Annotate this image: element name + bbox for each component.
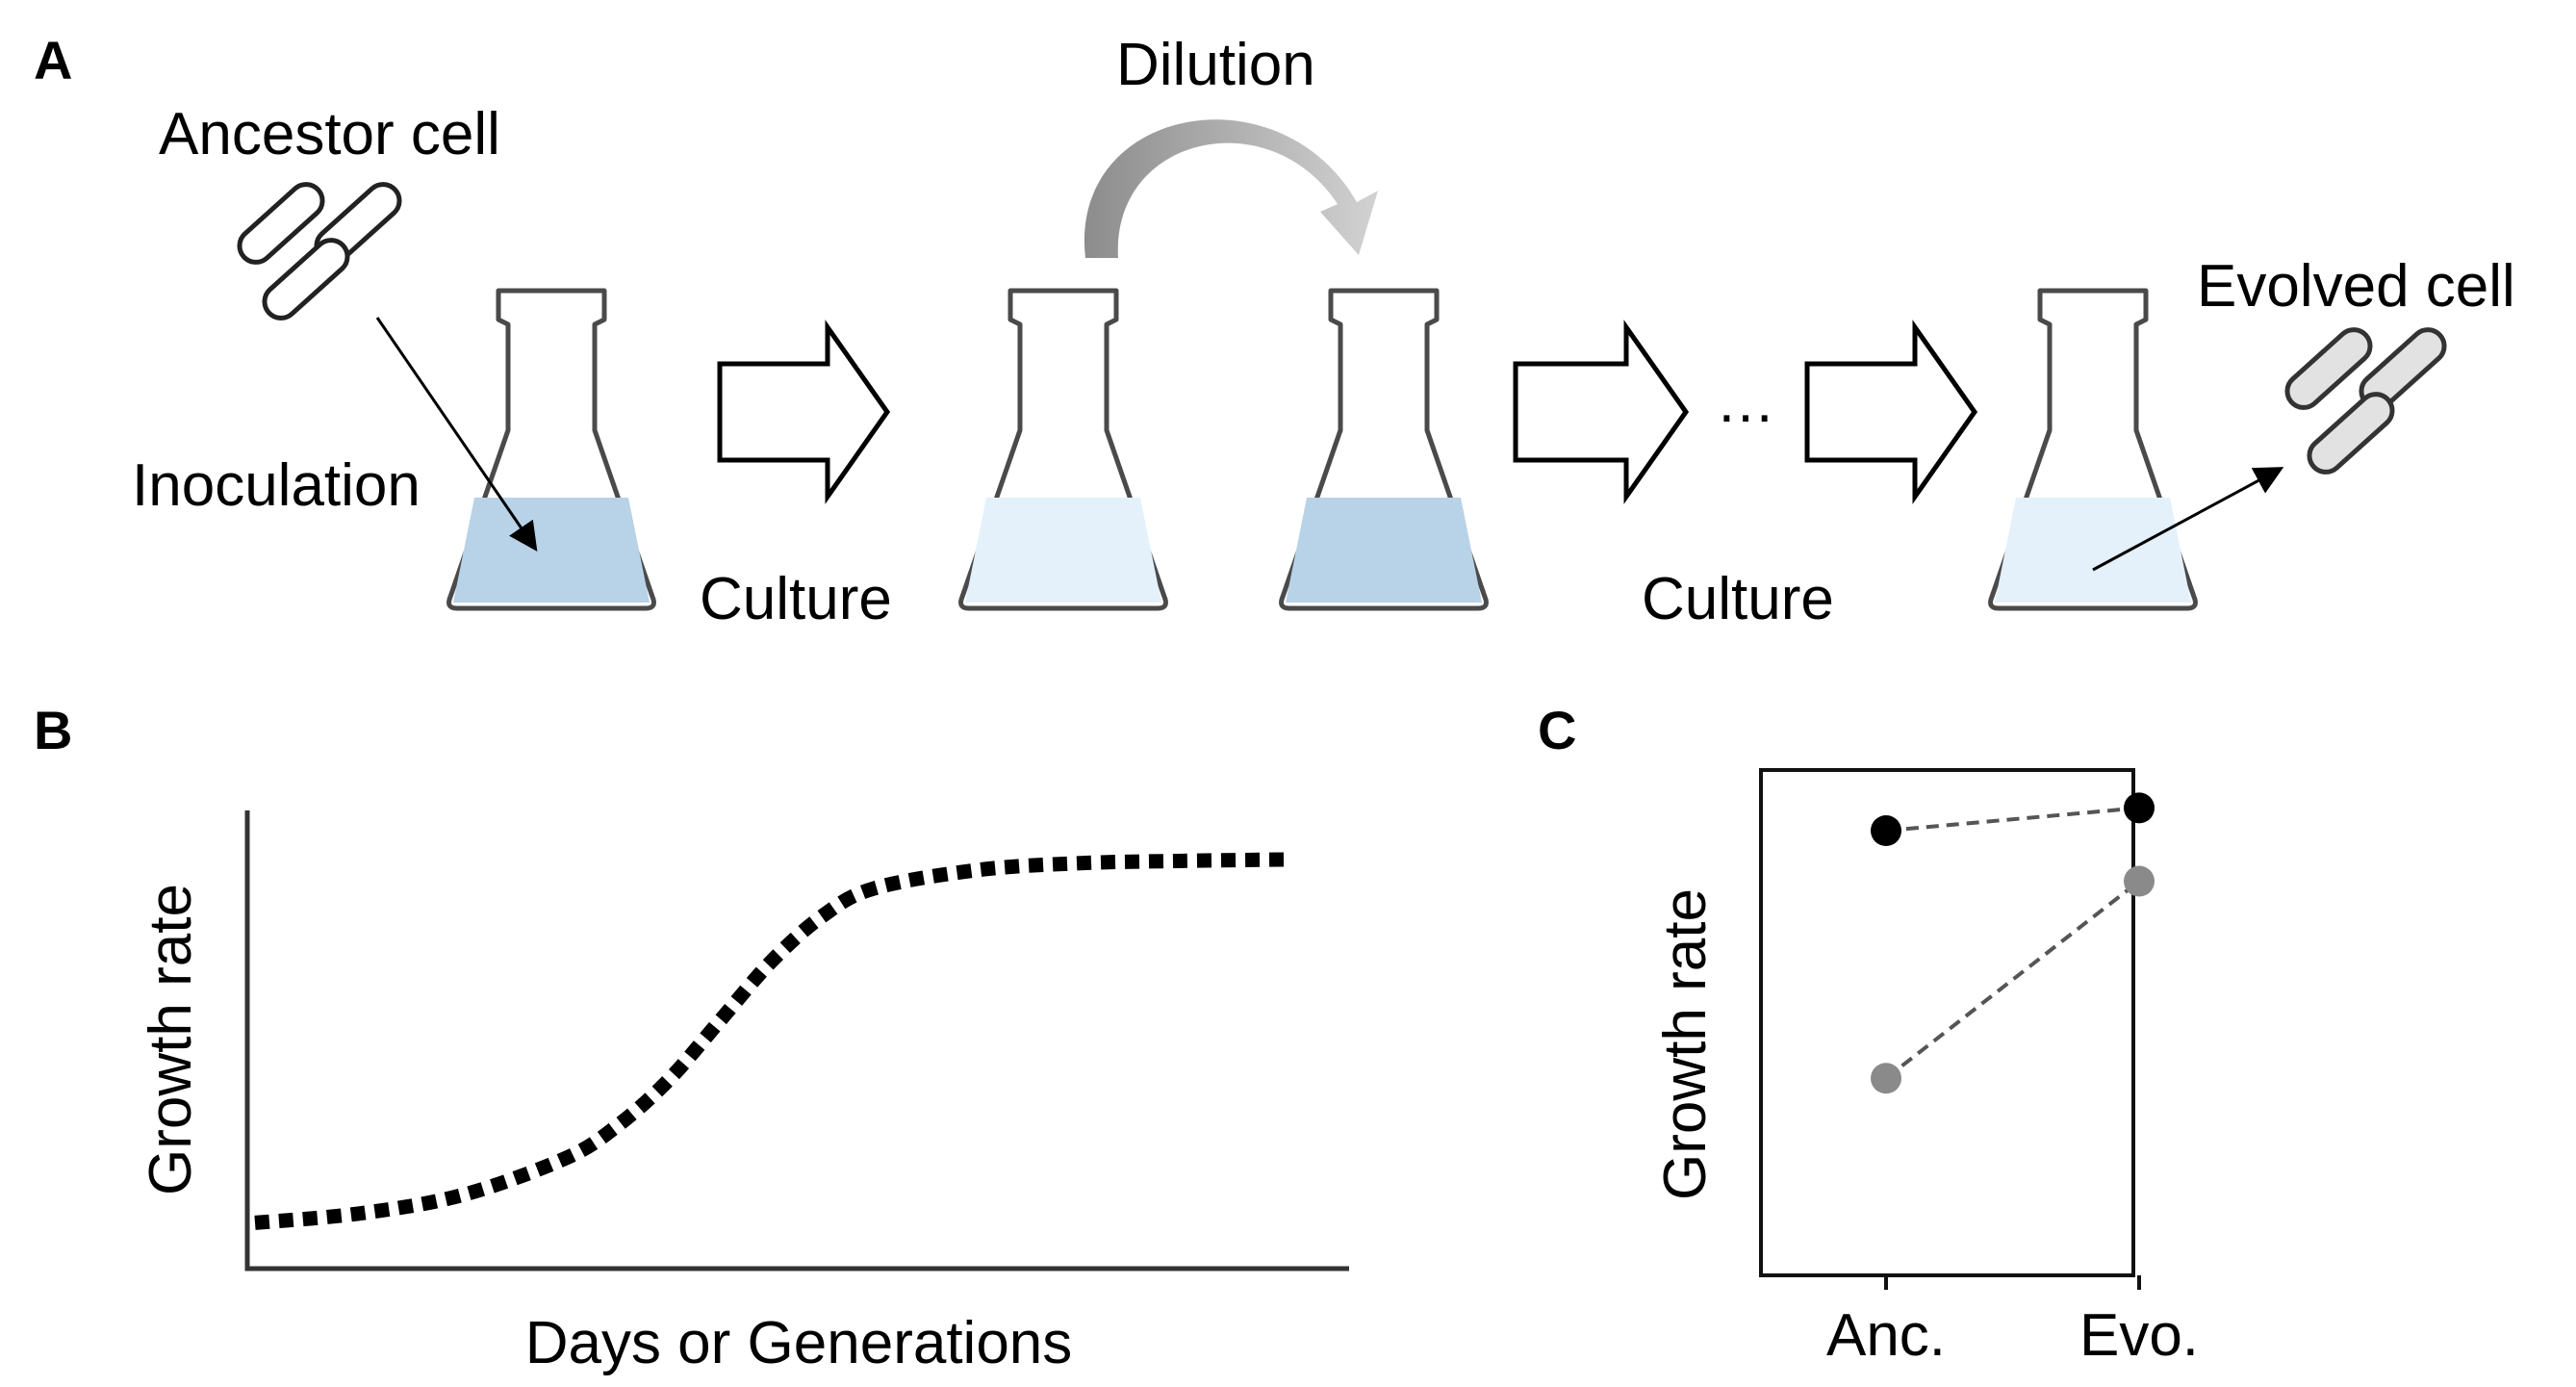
chart-b-axes [244,810,1349,1271]
flask-grown [961,291,1166,608]
panel-letter-b: B [34,700,72,760]
evolved-cell [2307,392,2395,475]
chart-c-point [1871,1063,1901,1094]
culture-arrow [717,320,891,504]
panel-a: A Ancestor cell Inoculation Culture Dilu… [34,30,2515,632]
isolation-pointer [2092,467,2284,572]
culture-arrow [1804,320,1978,504]
chart-c-x-tick-label: Evo. [2079,1302,2199,1369]
panel-b: B Growth rate Days or Generations [34,700,1349,1376]
chart-b-ylabel: Growth rate [138,884,204,1195]
chart-c-connector [1885,806,2140,833]
evolved-cell-label: Evolved cell [2197,253,2515,320]
culture-liquid [1286,498,1482,603]
flask-inoculated [449,291,654,608]
chart-c-ylabel: Growth rate [1652,888,1719,1200]
ancestor-cell-label: Ancestor cell [159,101,500,167]
chart-c-point [2124,865,2155,897]
chart-c-frame [1759,768,2135,1277]
chart-c-connector [1884,879,2141,1080]
ancestor-cells [237,182,402,321]
inoculation-pointer [375,317,538,552]
ellipsis: … [1716,369,1775,435]
chart-c-point [1871,815,1901,846]
chart-c-marks: Anc. Evo. [1826,792,2199,1369]
culture-label-1: Culture [700,566,892,632]
flask-evolved [1991,291,2196,608]
inoculation-label: Inoculation [132,452,421,519]
chart-c-x-tick-label: Anc. [1826,1302,1946,1369]
panel-letter-c: C [1538,700,1576,760]
evolved-cell [2284,327,2373,410]
culture-liquid [965,498,1161,603]
panel-letter-a: A [34,30,72,90]
ancestor-cell [237,182,325,265]
dilution-label: Dilution [1116,32,1315,98]
culture-liquid [1995,498,2191,603]
flask-diluted [1282,291,1487,608]
evolved-cells [2284,327,2447,475]
culture-liquid [453,498,650,603]
ancestor-cell [262,238,350,321]
panel-c: C Anc. Evo. Growth rate [1538,700,2199,1369]
culture-label-2: Culture [1642,566,1834,632]
dilution-arrow [1084,119,1378,258]
chart-c-point [2124,792,2155,824]
chart-b-xlabel: Days or Generations [525,1310,1073,1376]
growth-curve [254,852,1288,1230]
culture-arrow [1513,320,1690,504]
